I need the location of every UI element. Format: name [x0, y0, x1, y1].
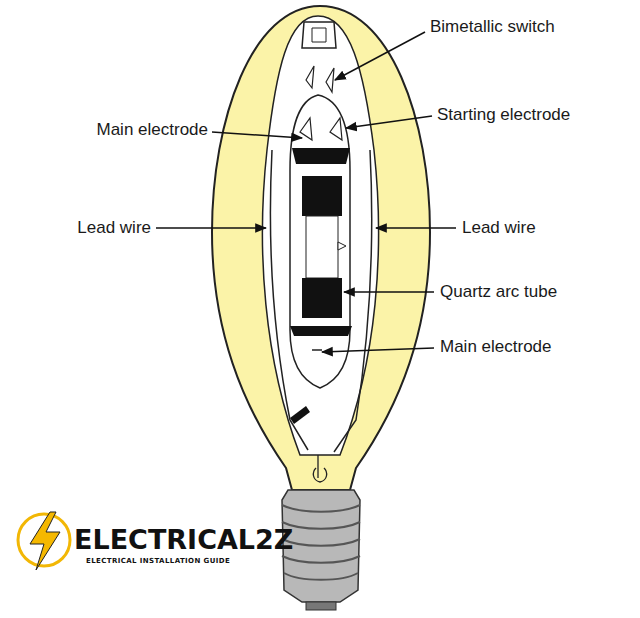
inner-envelope: [262, 16, 378, 455]
part-label: Quartz arc tube: [440, 282, 557, 302]
arc-tube: [290, 95, 350, 388]
screw-base: [282, 490, 360, 610]
part-label: Bimetallic switch: [430, 17, 555, 37]
watermark-logo: ELECTRICAL2Z: [74, 525, 293, 555]
watermark-tagline: ELECTRICAL INSTALLATION GUIDE: [86, 557, 230, 565]
part-label: Main electrode: [440, 337, 552, 357]
part-label: Starting electrode: [437, 105, 570, 125]
leader-lines: [156, 32, 456, 352]
part-label: Lead wire: [462, 218, 536, 238]
part-label: Lead wire: [77, 218, 151, 238]
outer-bulb: [212, 6, 430, 490]
part-label: Main electrode: [96, 120, 208, 140]
logo-icon: [18, 512, 70, 570]
